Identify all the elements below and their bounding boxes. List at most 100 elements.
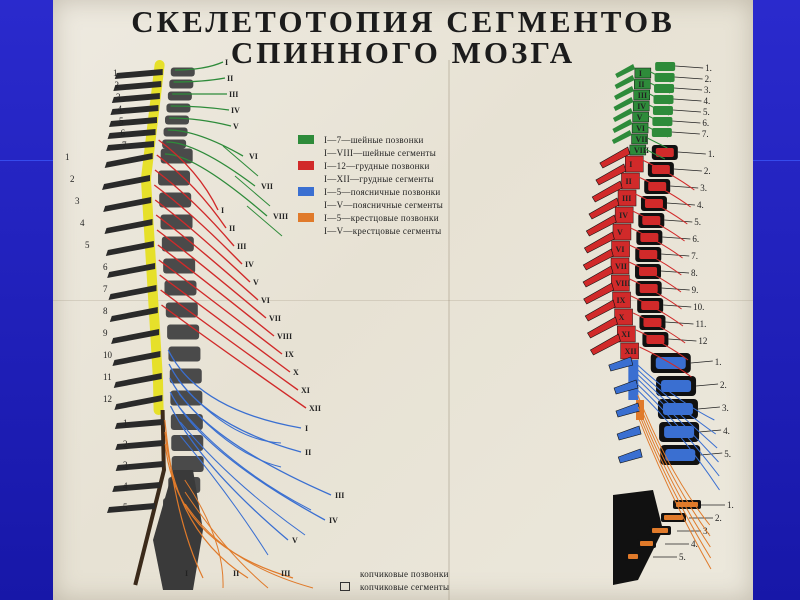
lumbar-vertebra-center [664, 426, 695, 438]
vertebra-label: 1 [65, 152, 70, 162]
thoracic-spinous-process [582, 265, 614, 288]
leader-line [660, 270, 690, 274]
spinous-process [110, 105, 159, 115]
thoracic-segment-label: V [617, 228, 623, 237]
sacral-nerve-root [637, 394, 711, 526]
spinous-process [109, 307, 158, 322]
vertebra-body [166, 103, 191, 113]
spinous-process [109, 117, 157, 127]
vertebra-label: 11. [695, 319, 706, 329]
vertebra-label: 9 [103, 328, 108, 338]
lumbar-nerve-root [631, 359, 715, 421]
sacral-vertebra-center [640, 541, 653, 546]
legend-swatch [298, 148, 314, 157]
cervical-segment-label: VI [249, 152, 258, 161]
leader-line [664, 219, 693, 223]
thoracic-nerve-root [638, 176, 691, 208]
vertebra-label: 1. [705, 63, 712, 73]
cervical-nerve [166, 141, 256, 187]
legend-spacer [340, 569, 350, 578]
vertebra-label: 7 [103, 284, 108, 294]
sacral-branch [184, 503, 314, 589]
vertebra-label: 10 [103, 350, 113, 360]
thoracic-segment-label: VII [615, 262, 627, 271]
thoracic-nerve [154, 199, 251, 283]
cervical-segment-label: V [637, 113, 643, 122]
thoracic-nerve-root [630, 295, 684, 327]
spinous-process [114, 419, 163, 429]
sacral-segment-label: I [185, 569, 188, 578]
cervical-branch [222, 145, 259, 177]
cervical-vertebra [655, 62, 676, 71]
cervical-nerve [174, 61, 224, 71]
cervical-nerve-root [648, 104, 670, 116]
lumbar-branch [179, 421, 306, 536]
cervical-segment-block [633, 89, 650, 101]
cervical-branch [246, 205, 283, 237]
leader-line [673, 98, 702, 102]
vertebra-label: 6 [121, 128, 126, 138]
leader-line [699, 429, 722, 433]
cervical-spinous-process [612, 119, 633, 133]
vertebra-label: 3. [722, 403, 729, 413]
thoracic-segment-label: XII [625, 347, 637, 356]
vertebra-body [168, 346, 201, 362]
thoracic-segment-label: II [625, 177, 631, 186]
cervical-nerve-root [644, 148, 666, 160]
thoracic-segment-label: VI [616, 245, 625, 254]
cervical-segment-label: III [229, 90, 238, 99]
vertebra-label: 4 [118, 104, 123, 114]
poster-fold-line [53, 300, 753, 301]
vertebra-label: 4. [691, 539, 698, 549]
sacral-nerve-root [637, 400, 711, 537]
cervical-spinous-process [614, 75, 635, 89]
lumbar-nerve-root [633, 365, 717, 435]
thoracic-nerve [155, 214, 259, 301]
thoracic-nerve [156, 229, 267, 319]
cervical-nerve [169, 117, 232, 127]
sacrum-shape [613, 490, 663, 585]
vertebra-label: 2 [123, 439, 128, 449]
vertebra-body [171, 456, 204, 472]
sacral-vertebra-center [652, 528, 668, 533]
cervical-nerve-root [648, 115, 669, 127]
lumbar-branch [179, 407, 312, 511]
vertebra-label: 3 [75, 196, 80, 206]
sacral-nerve-root [637, 406, 711, 548]
cervical-nerve-root [647, 126, 669, 138]
legend-swatch [298, 200, 314, 209]
lumbar-nerve-root [637, 389, 720, 491]
cervical-vertebra [654, 73, 675, 82]
vertebra-body [159, 192, 192, 208]
thoracic-nerve [157, 244, 275, 337]
vertebra-label: 5. [694, 217, 701, 227]
leader-line [674, 87, 703, 91]
cervical-vertebra [652, 117, 673, 126]
cervical-segment-block [632, 111, 649, 123]
thoracic-spinous-process [582, 248, 614, 271]
leader-line [662, 236, 691, 240]
lumbar-nerve-root [636, 377, 719, 463]
thoracic-spinous-process [591, 180, 623, 203]
vertebra-label: 7. [691, 251, 698, 261]
cervical-nerve-root [650, 71, 671, 83]
vertebra-body [167, 91, 192, 101]
leader-line [668, 338, 697, 342]
lumbar-spinous-process [613, 379, 639, 395]
cervical-segment-label: IV [637, 102, 646, 111]
vertebra-label: 12 [698, 336, 707, 346]
vertebra-label: 1 [113, 68, 118, 78]
cervical-nerve-root [649, 82, 671, 94]
lumbar-segment-label: III [335, 491, 344, 500]
spinous-process [105, 241, 154, 256]
coccygeal-vertebrae-text: копчиковые позвонки [360, 568, 449, 579]
cervical-nerve [170, 105, 230, 111]
thoracic-nerve-root [635, 329, 689, 361]
thoracic-nerve-root [629, 278, 682, 310]
cervical-segment-label: III [638, 91, 647, 100]
thoracic-nerve-root [632, 210, 685, 242]
thoracic-segment-label: X [619, 313, 625, 322]
thoracic-segment-label: IX [285, 350, 294, 359]
thoracic-spinous-process [585, 214, 617, 237]
lumbar-segments [628, 360, 639, 400]
